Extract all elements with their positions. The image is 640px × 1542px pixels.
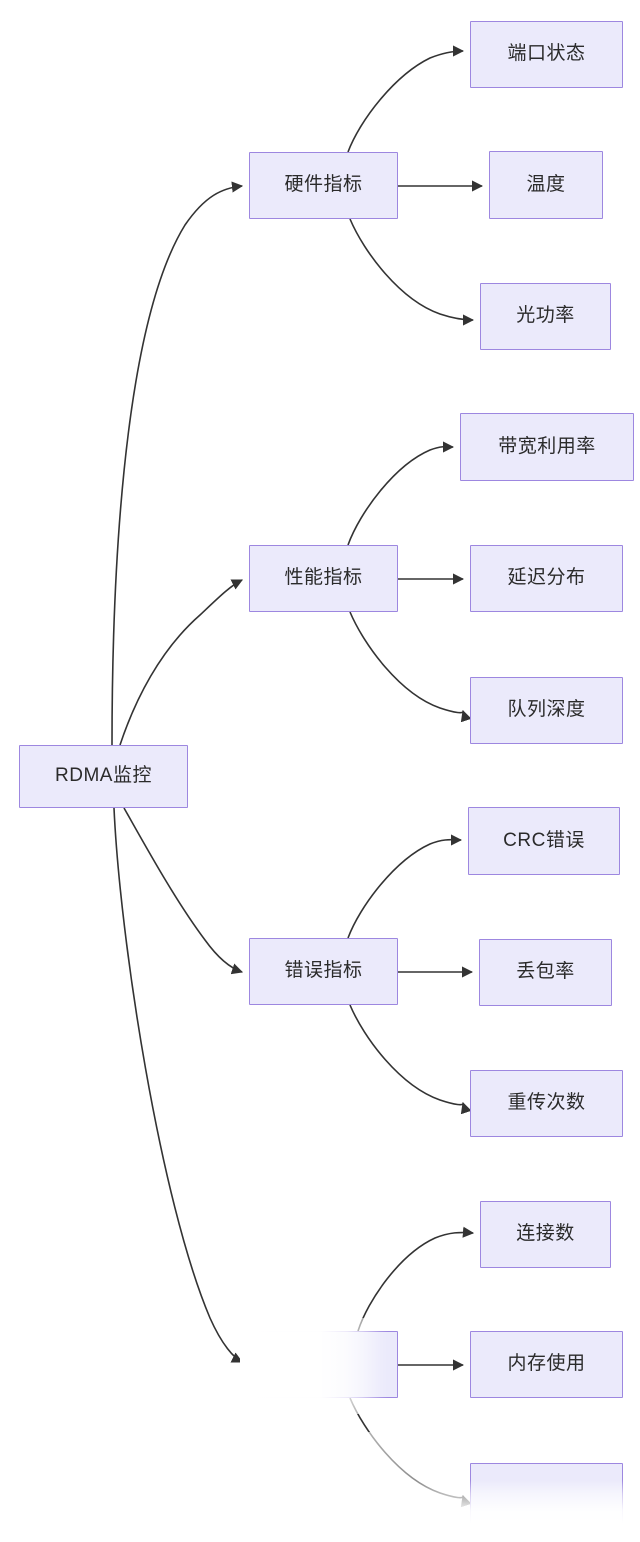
edge-performance-to-bandwidth — [347, 441, 455, 546]
edge-error-to-crc — [347, 834, 463, 939]
node-leaf-packet-loss-rate[interactable]: 丢包率 — [479, 939, 612, 1006]
node-leaf-bottom-cutoff[interactable] — [470, 1463, 623, 1530]
node-branch-error-metrics[interactable]: 错误指标 — [249, 938, 398, 1005]
edge-hardware-to-optical-power — [349, 218, 475, 326]
node-label: 重传次数 — [507, 1092, 586, 1114]
node-leaf-connection-count[interactable]: 连接数 — [480, 1201, 611, 1268]
node-label: CRC错误 — [503, 829, 585, 851]
node-label: 硬件指标 — [284, 174, 363, 196]
node-label: 连接数 — [516, 1223, 575, 1245]
edge-branch4-to-bottom-leaf — [349, 1397, 472, 1508]
node-leaf-bandwidth-utilization[interactable]: 带宽利用率 — [460, 413, 634, 481]
node-label: 延迟分布 — [507, 567, 586, 589]
node-label: 丢包率 — [516, 961, 575, 983]
node-leaf-crc-errors[interactable]: CRC错误 — [468, 807, 620, 875]
edge-error-to-retransmit — [349, 1004, 472, 1115]
node-label: 光功率 — [516, 305, 575, 327]
node-root-rdma-monitoring[interactable]: RDMA监控 — [19, 745, 188, 808]
node-leaf-port-status[interactable]: 端口状态 — [470, 21, 623, 88]
node-label: 性能指标 — [284, 567, 363, 589]
node-label: 端口状态 — [507, 43, 586, 65]
node-label: 错误指标 — [284, 960, 363, 982]
node-leaf-queue-depth[interactable]: 队列深度 — [470, 677, 623, 744]
node-label: 温度 — [526, 173, 566, 195]
node-leaf-memory-usage[interactable]: 内存使用 — [470, 1331, 623, 1398]
node-label: 内存使用 — [507, 1353, 586, 1375]
node-leaf-temperature[interactable]: 温度 — [489, 151, 603, 219]
node-leaf-optical-power[interactable]: 光功率 — [480, 283, 611, 350]
edge-root-to-performance — [119, 579, 244, 746]
node-branch-hardware-metrics[interactable]: 硬件指标 — [249, 152, 398, 219]
edge-root-to-error — [123, 807, 244, 975]
node-leaf-retransmission-count[interactable]: 重传次数 — [470, 1070, 623, 1137]
node-branch-resource-metrics[interactable] — [249, 1331, 398, 1398]
edge-hardware-to-port-status — [347, 45, 465, 153]
node-branch-performance-metrics[interactable]: 性能指标 — [249, 545, 398, 612]
edge-performance-to-queue-depth — [349, 611, 472, 723]
node-label: 队列深度 — [507, 699, 586, 721]
edge-root-to-branch4 — [113, 807, 244, 1363]
edge-root-to-hardware — [111, 181, 244, 746]
node-label: RDMA监控 — [55, 765, 152, 787]
edge-branch4-to-connections — [357, 1226, 475, 1332]
node-leaf-latency-distribution[interactable]: 延迟分布 — [470, 545, 623, 612]
node-label: 带宽利用率 — [498, 435, 596, 457]
fade-overlay-bottom-left — [0, 1432, 470, 1542]
